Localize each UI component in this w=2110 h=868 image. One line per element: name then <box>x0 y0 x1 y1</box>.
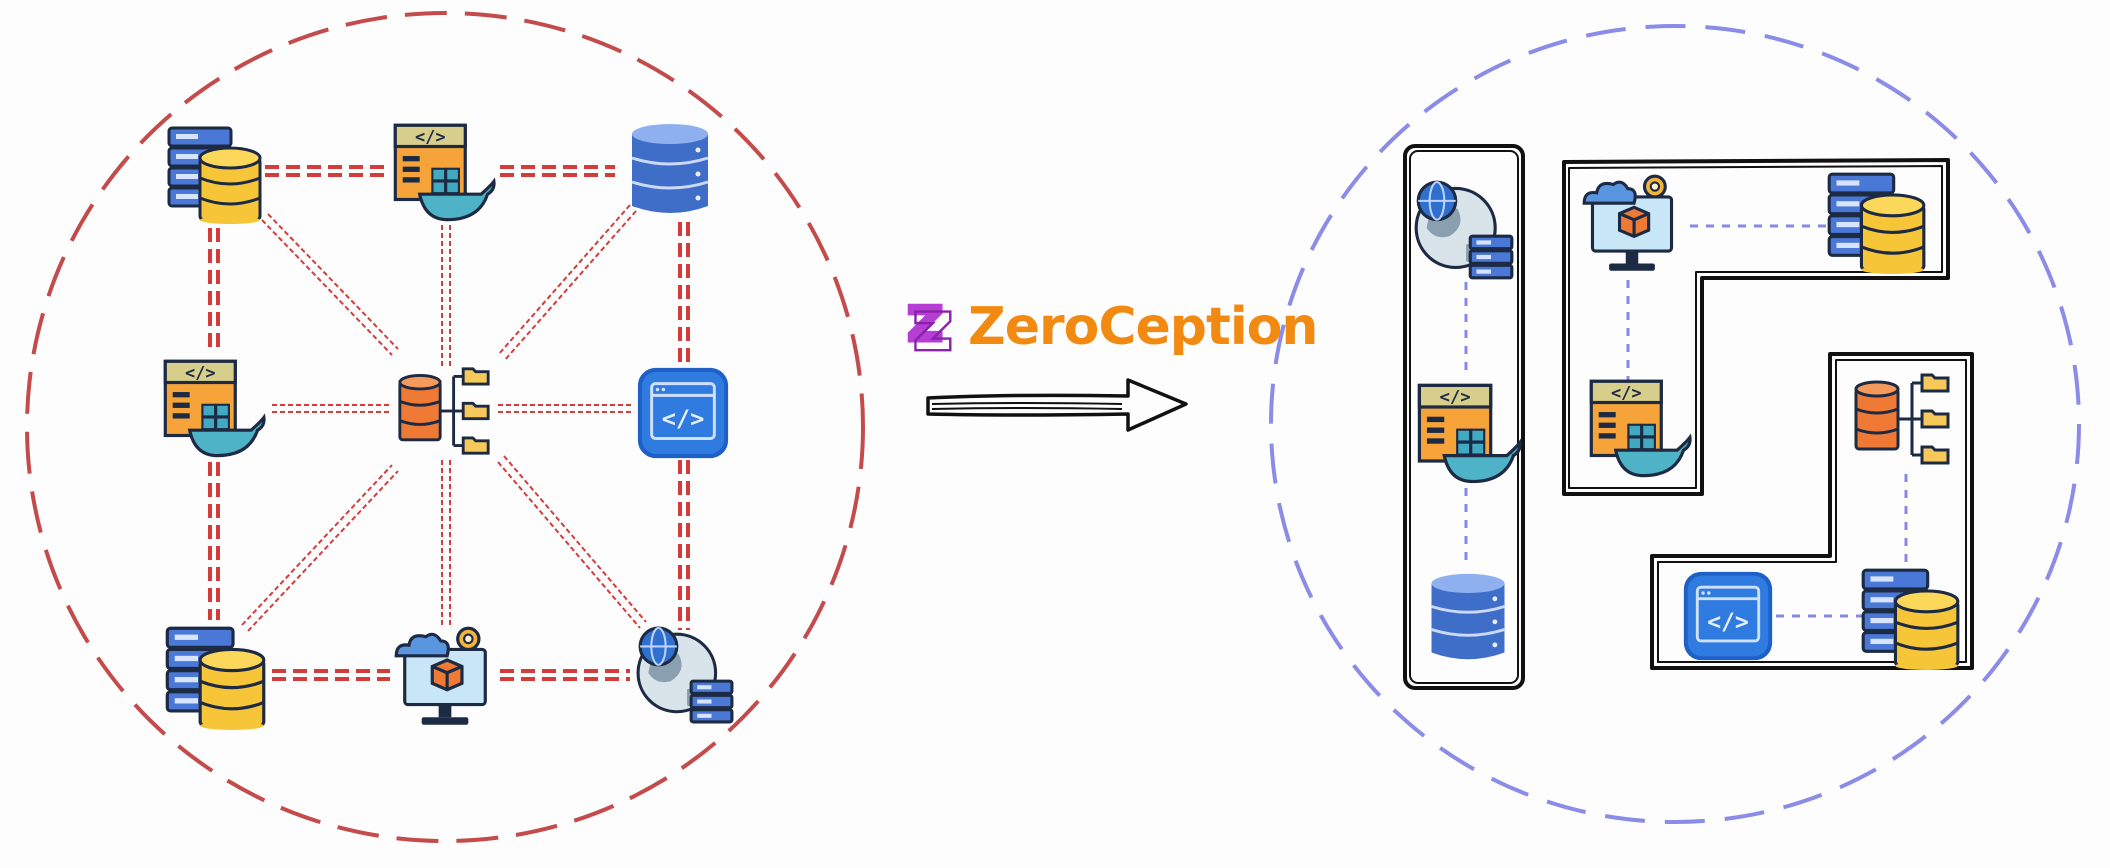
globe-server-icon <box>1414 180 1514 280</box>
brand-name: ZeroCeption <box>968 297 1318 357</box>
server-database-icon <box>167 126 262 224</box>
right-arrow-icon <box>926 378 1188 432</box>
code-app-icon <box>636 366 730 460</box>
server-database-icon <box>1861 568 1960 670</box>
flat-network <box>25 11 865 843</box>
docker-code-window-icon <box>163 359 266 458</box>
segment-l-shape <box>1562 158 1950 496</box>
cloud-computer-icon <box>1582 174 1674 273</box>
segmented-network-links <box>1464 224 1908 618</box>
segmented-network <box>1269 24 2081 824</box>
docker-code-window-icon <box>1417 383 1522 484</box>
segmented-network-nodes <box>1414 172 1960 670</box>
server-database-icon <box>1827 172 1926 274</box>
database-cylinder-icon <box>630 122 710 215</box>
flat-network-nodes <box>163 122 734 730</box>
globe-server-icon <box>636 626 734 724</box>
server-database-icon <box>165 626 266 730</box>
docker-code-window-icon <box>1589 379 1692 478</box>
flat-network-links <box>208 165 690 681</box>
database-folders-icon <box>398 367 490 455</box>
flat-network-boundary <box>25 11 865 843</box>
database-cylinder-icon <box>1429 572 1507 661</box>
segment-outlines <box>1403 144 1974 690</box>
database-folders-icon <box>1854 373 1950 465</box>
zeroception-logo-icon <box>907 303 952 352</box>
docker-code-window-icon <box>393 123 496 222</box>
segment-vertical <box>1403 144 1525 690</box>
segmented-network-boundary <box>1269 24 2081 824</box>
cloud-computer-icon <box>394 626 487 727</box>
code-app-icon <box>1682 570 1774 662</box>
segment-step-shape <box>1650 352 1974 670</box>
brand-lockup: ZeroCeption <box>900 292 1318 362</box>
